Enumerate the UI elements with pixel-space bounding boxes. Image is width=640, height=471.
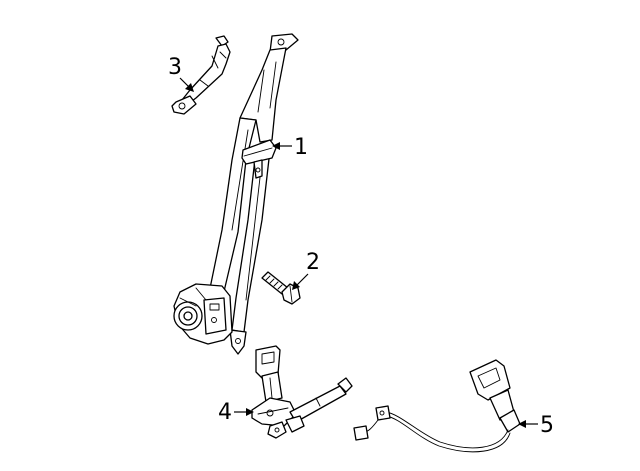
- callout-leaders: [179, 77, 538, 428]
- callout-4: 4: [218, 400, 232, 425]
- inner-buckle-assembly-rear[interactable]: [353, 359, 521, 453]
- seat-belt-retractor-assembly[interactable]: [173, 33, 299, 355]
- callout-2: 2: [306, 250, 320, 275]
- callout-3: 3: [168, 55, 182, 80]
- shoulder-belt-guide[interactable]: [171, 35, 231, 115]
- callout-5: 5: [540, 413, 554, 438]
- anchor-bolt[interactable]: [261, 271, 301, 305]
- inner-buckle-assembly-front[interactable]: [251, 345, 353, 439]
- callout-1: 1: [294, 135, 308, 160]
